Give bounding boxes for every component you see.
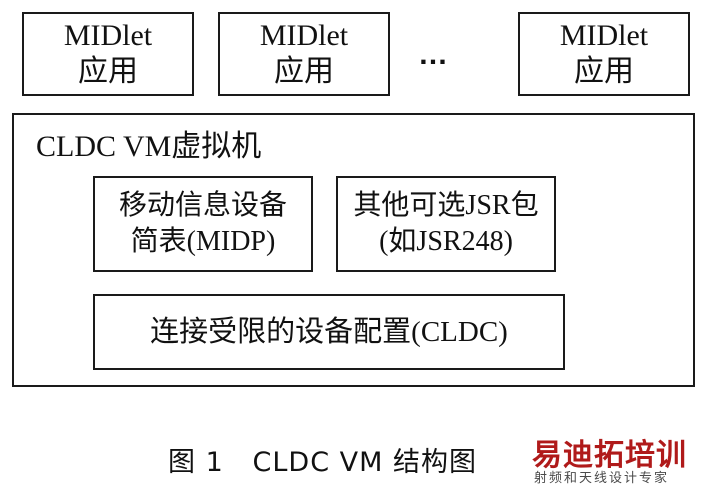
midp-profile-line2: 简表(MIDP) [130, 226, 276, 257]
midlet-app-box-1-title: MIDlet [63, 19, 153, 52]
optional-jsr-box: 其他可选JSR包 (如JSR248) [336, 176, 556, 272]
midp-profile-box: 移动信息设备 简表(MIDP) [93, 176, 313, 272]
cldc-config-box: 连接受限的设备配置(CLDC) [93, 294, 565, 370]
cldc-vm-container: CLDC VM虚拟机 移动信息设备 简表(MIDP) 其他可选JSR包 (如JS… [12, 113, 695, 387]
midlet-app-box-3-title: MIDlet [559, 19, 649, 52]
ellipsis-separator: … [418, 38, 451, 71]
midlet-app-box-1-subtitle: 应用 [78, 55, 138, 88]
midlet-app-box-3-subtitle: 应用 [574, 55, 634, 88]
optional-jsr-line1: 其他可选JSR包 [353, 190, 539, 221]
midp-profile-line1: 移动信息设备 [118, 190, 287, 221]
cldc-config-label: 连接受限的设备配置(CLDC) [150, 316, 508, 348]
midlet-app-box-2-subtitle: 应用 [274, 55, 334, 88]
optional-jsr-line2: (如JSR248) [379, 226, 513, 257]
watermark-logo: 易迪拓培训 射频和天线设计专家 [532, 430, 704, 486]
midlet-app-box-3: MIDlet 应用 [518, 12, 690, 96]
cldc-vm-title: CLDC VM虚拟机 [36, 130, 262, 163]
midlet-app-box-2-title: MIDlet [259, 19, 349, 52]
midlet-app-box-2: MIDlet 应用 [218, 12, 390, 96]
watermark-sub-text: 射频和天线设计专家 [534, 471, 670, 486]
watermark-main-text: 易迪拓培训 [532, 438, 687, 473]
figure-caption: 图 1 CLDC VM 结构图 [168, 447, 477, 478]
midlet-app-box-1: MIDlet 应用 [22, 12, 194, 96]
